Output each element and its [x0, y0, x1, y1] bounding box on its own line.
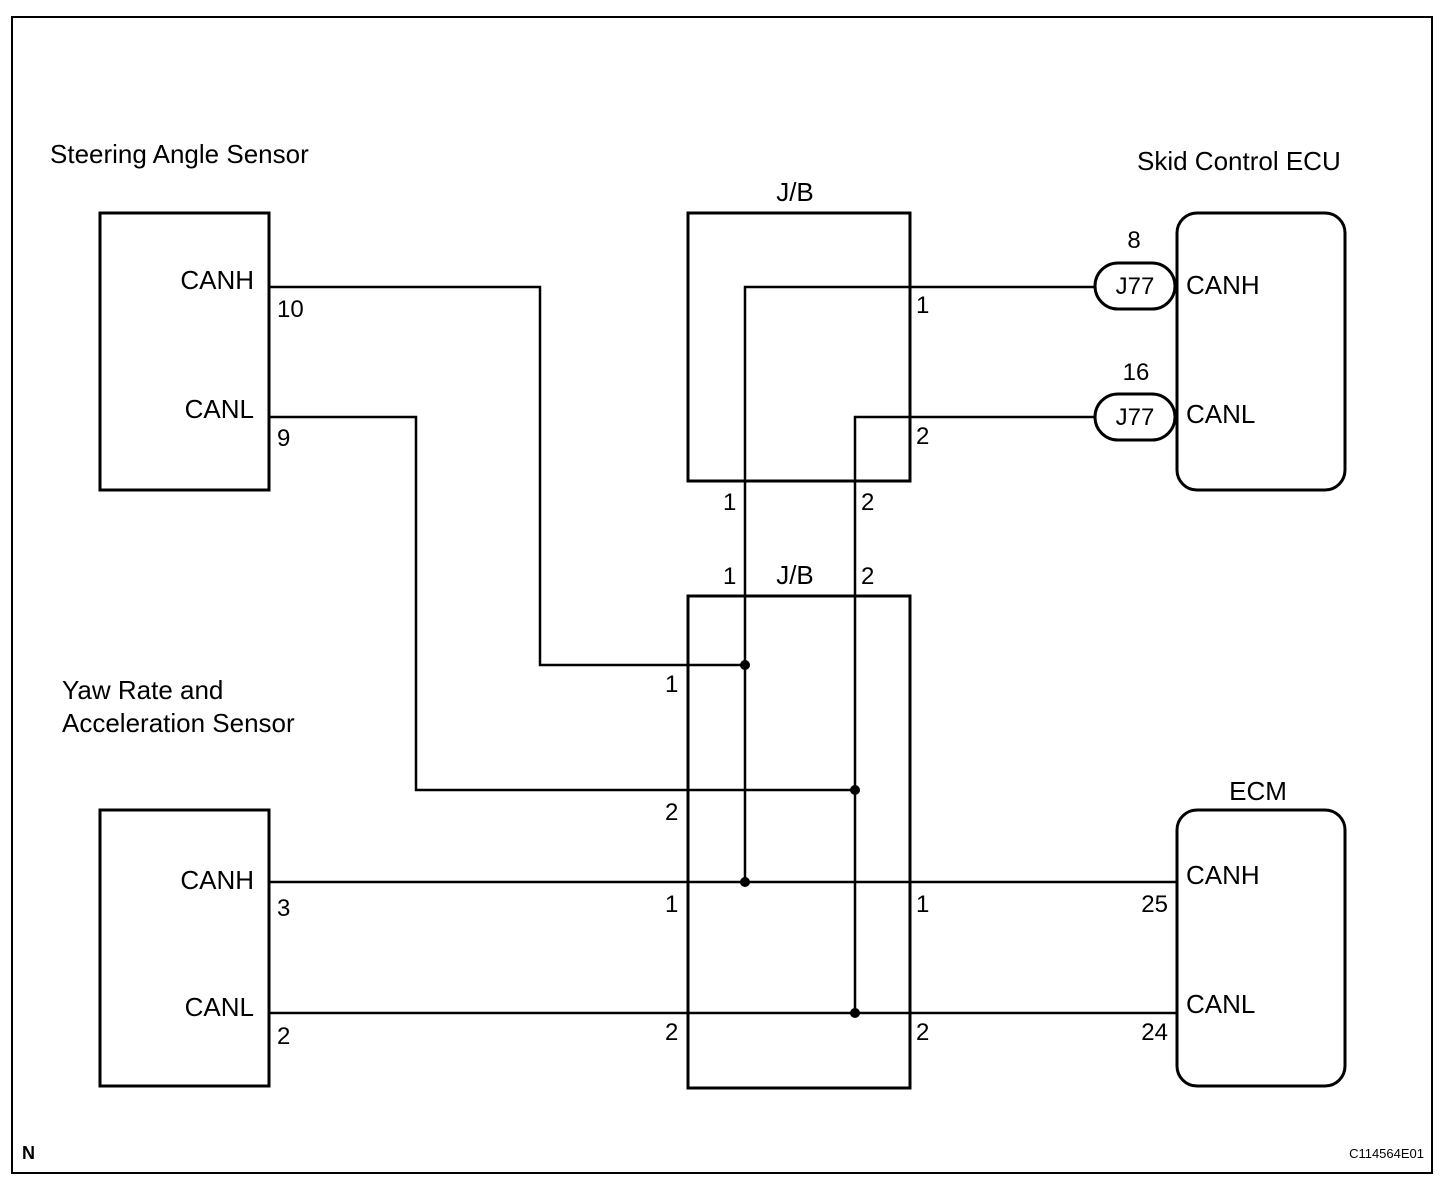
wire-steering-canh	[269, 285, 745, 667]
skid-canh-label: CANH	[1186, 270, 1260, 300]
jb-bottom-pin-left-2a: 2	[665, 799, 678, 826]
connector-j77-canh-label: J77	[1116, 273, 1155, 300]
steering-angle-sensor: Steering Angle Sensor CANH CANL 10 9	[50, 139, 309, 492]
yaw-rate-sensor: Yaw Rate and Acceleration Sensor CANH CA…	[62, 675, 295, 1088]
junction-block-top: J/B 1 2 1 2	[686, 177, 929, 516]
wire-canh-bus-vertical	[743, 285, 1095, 882]
junction-block-bottom: J/B 1 2 1 2 1 2 1 2	[665, 560, 929, 1090]
skid-control-ecu: Skid Control ECU CANH CANL 8 16 J77 J77	[1093, 146, 1347, 492]
splice-dot	[850, 1008, 860, 1018]
yaw-canl-label: CANL	[185, 992, 254, 1022]
ecm-box	[1175, 808, 1347, 1088]
jb-bottom-pin-left-1a: 1	[665, 671, 678, 698]
splice-dot	[740, 877, 750, 887]
ecm-pin-canh: 25	[1141, 891, 1168, 918]
jb-top-pin-bottom-1: 1	[723, 489, 736, 516]
splice-points	[740, 660, 860, 1018]
diagram-frame	[11, 16, 1433, 1174]
skid-canl-label: CANL	[1186, 399, 1255, 429]
splice-dot	[740, 660, 750, 670]
yaw-canh-label: CANH	[180, 865, 254, 895]
wire-steering-canl	[269, 415, 855, 792]
figure-id: C114564E01	[1349, 1146, 1424, 1161]
jb-bottom-pin-right-1: 1	[916, 891, 929, 918]
jb-bottom-box	[686, 594, 912, 1090]
connector-j77-canl-label: J77	[1116, 404, 1155, 431]
steering-angle-sensor-box	[98, 211, 271, 492]
jb-bottom-pin-top-2: 2	[861, 563, 874, 590]
jb-top-title: J/B	[776, 177, 814, 207]
steering-canl-label: CANL	[185, 394, 254, 424]
jb-top-pin-bottom-2: 2	[861, 489, 874, 516]
jb-bottom-pin-top-1: 1	[723, 563, 736, 590]
jb-top-pin-right-2: 2	[916, 423, 929, 450]
ecm-pin-canl: 24	[1141, 1019, 1168, 1046]
jb-bottom-pin-left-2b: 2	[665, 1019, 678, 1046]
skid-control-ecu-box	[1175, 211, 1347, 492]
skid-pin-canl: 16	[1123, 359, 1150, 386]
ecm: ECM CANH CANL 25 24	[1141, 776, 1347, 1088]
yaw-rate-sensor-title-1: Yaw Rate and	[62, 675, 223, 705]
steering-angle-sensor-title: Steering Angle Sensor	[50, 139, 309, 169]
jb-bottom-title: J/B	[776, 560, 814, 590]
splice-dot	[850, 785, 860, 795]
corner-label: N	[22, 1143, 35, 1163]
jb-bottom-pin-left-1b: 1	[665, 891, 678, 918]
ecm-canl-label: CANL	[1186, 989, 1255, 1019]
wires	[269, 285, 1177, 1015]
skid-pin-canh: 8	[1127, 227, 1140, 254]
skid-control-ecu-title: Skid Control ECU	[1137, 146, 1341, 176]
steering-canh-label: CANH	[180, 265, 254, 295]
yaw-pin-canh: 3	[277, 895, 290, 922]
ecm-canh-label: CANH	[1186, 860, 1260, 890]
yaw-rate-sensor-box	[98, 808, 271, 1088]
steering-pin-canh: 10	[277, 296, 304, 323]
jb-bottom-pin-right-2: 2	[916, 1019, 929, 1046]
jb-top-box	[686, 211, 912, 483]
yaw-rate-sensor-title-2: Acceleration Sensor	[62, 708, 295, 738]
jb-top-pin-right-1: 1	[916, 292, 929, 319]
wire-canl-bus-vertical	[853, 415, 1095, 1013]
yaw-pin-canl: 2	[277, 1023, 290, 1050]
steering-pin-canl: 9	[277, 425, 290, 452]
ecm-title: ECM	[1229, 776, 1287, 806]
